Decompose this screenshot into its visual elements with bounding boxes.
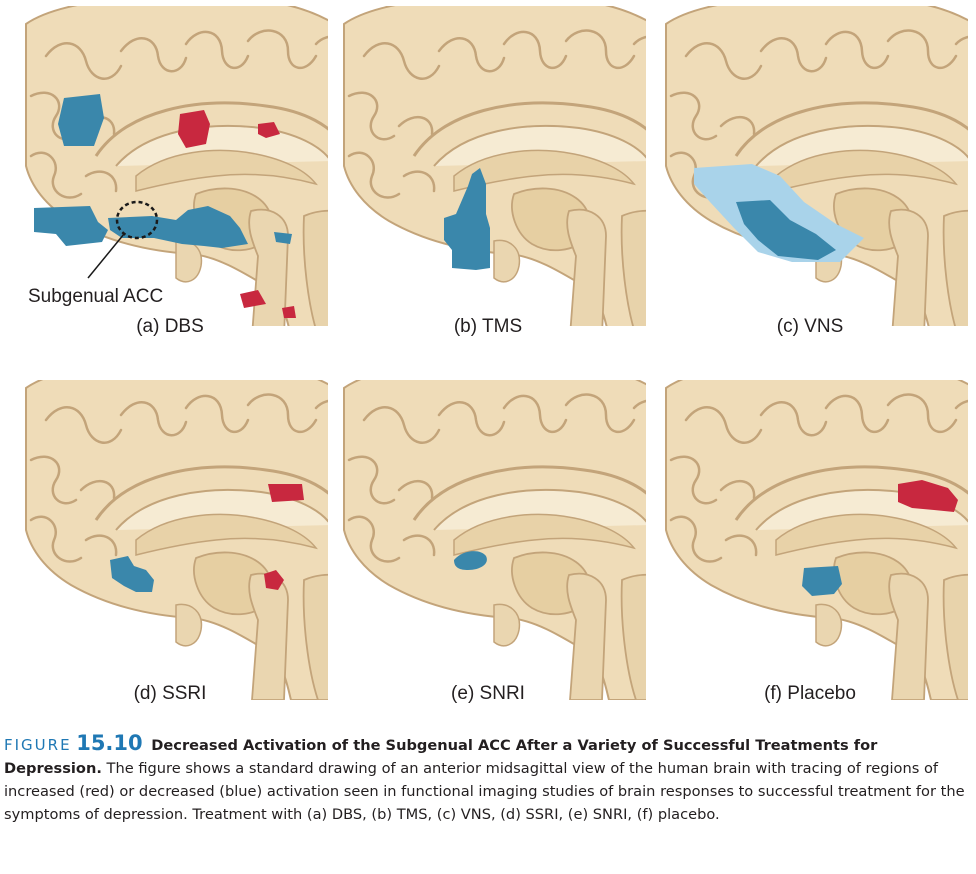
decreased-region	[444, 168, 490, 270]
decreased-region	[454, 551, 487, 570]
decreased-region	[34, 206, 108, 246]
brain-midsagittal-drawing	[24, 6, 328, 326]
increased-region	[268, 484, 304, 502]
decreased-region	[736, 200, 836, 260]
figure-number: 15.10	[76, 731, 143, 755]
panel-label-dbs: (a) DBS	[136, 316, 204, 337]
brain-midsagittal-drawing	[664, 380, 968, 700]
increased-region	[282, 306, 296, 318]
increased-region	[264, 570, 284, 590]
decreased-region	[110, 556, 154, 592]
brain-midsagittal-drawing	[342, 380, 646, 700]
increased-region	[178, 110, 210, 148]
increased-region	[258, 122, 280, 138]
figure-caption-body: The figure shows a standard drawing of a…	[4, 760, 965, 823]
panel-vns: (c) VNS	[652, 6, 968, 346]
decreased-region	[802, 566, 842, 596]
annotation-pointer	[87, 233, 125, 279]
panel-placebo: (f) Placebo	[652, 380, 968, 720]
brain-midsagittal-drawing	[24, 380, 328, 700]
panel-ssri: (d) SSRI	[12, 380, 328, 720]
panel-label-vns: (c) VNS	[776, 316, 844, 337]
subgenual-acc-label: Subgenual ACC	[28, 286, 164, 307]
panel-label-placebo: (f) Placebo	[764, 683, 856, 704]
panel-label-ssri: (d) SSRI	[133, 683, 207, 704]
brain-midsagittal-drawing	[664, 6, 968, 326]
panel-tms: (b) TMS	[330, 6, 646, 346]
figure-word: FIGURE	[4, 736, 72, 754]
decreased-region	[58, 94, 104, 146]
subgenual-acc-outline	[115, 200, 159, 240]
increased-region	[240, 290, 266, 308]
figure-title: Decreased Activation of the Subgenual AC…	[4, 737, 878, 777]
panel-snri: (e) SNRI	[330, 380, 646, 720]
panel-dbs: Subgenual ACC (a) DBS	[12, 6, 328, 346]
brain-midsagittal-drawing	[342, 6, 646, 326]
figure-caption: FIGURE 15.10 Decreased Activation of the…	[4, 732, 970, 826]
panel-label-snri: (e) SNRI	[451, 683, 525, 704]
decreased-region	[274, 232, 292, 244]
panel-label-tms: (b) TMS	[453, 316, 523, 337]
increased-region	[898, 480, 958, 512]
